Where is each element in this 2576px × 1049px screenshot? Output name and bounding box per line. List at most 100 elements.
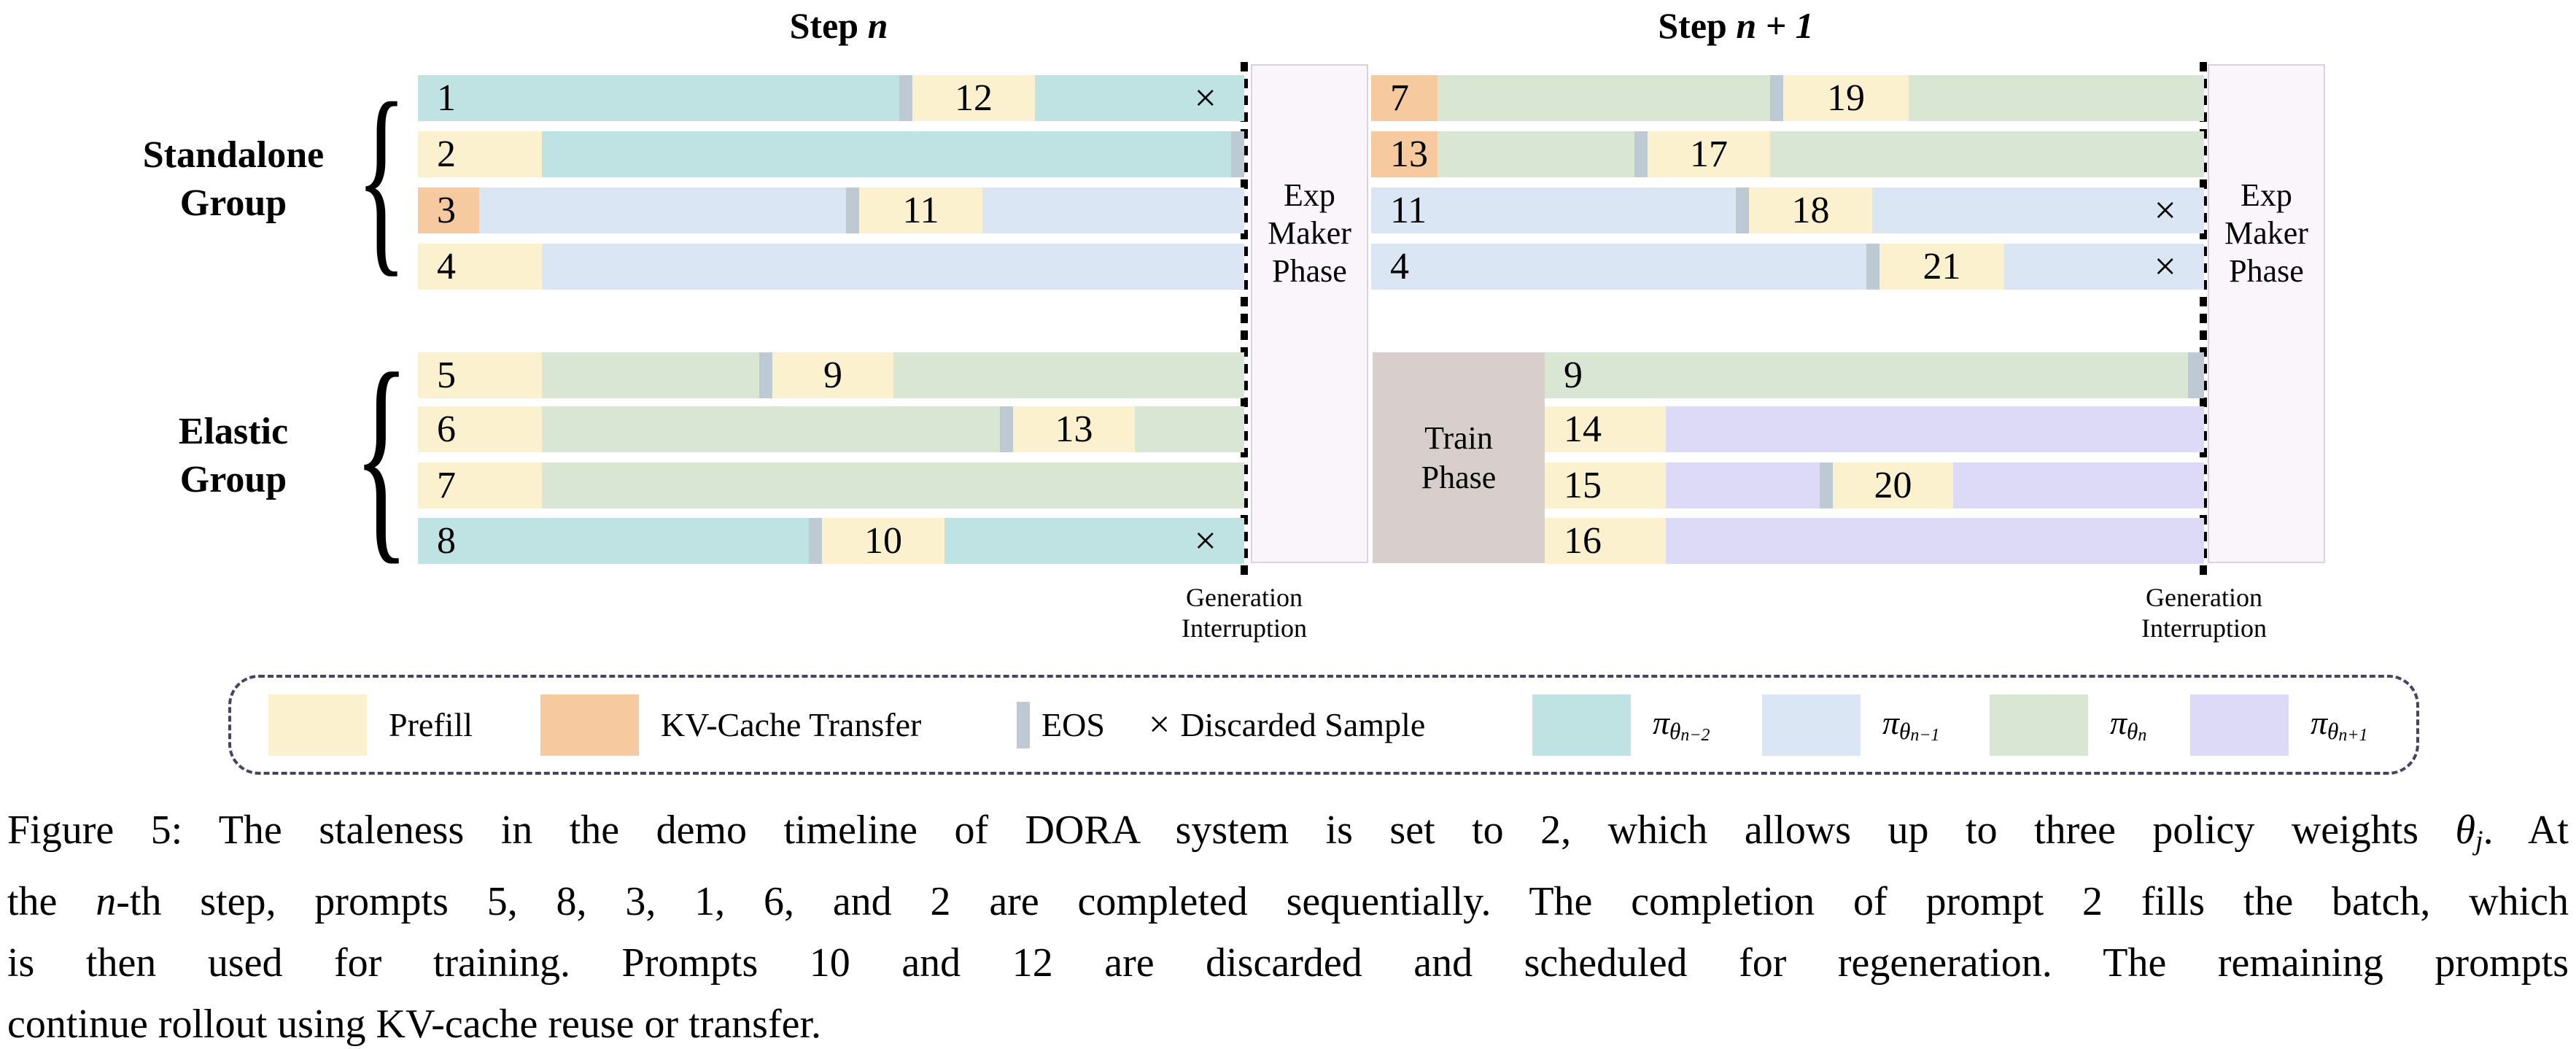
generation-interruption-label-2: Generation Interruption — [2065, 582, 2343, 643]
header-step-n-plus-1: Step n + 1 — [1553, 4, 1918, 47]
legend-discard-cross-icon: × — [1149, 704, 1171, 746]
segment-eos — [1736, 187, 1749, 233]
prompt-label-11: 11 — [902, 190, 939, 231]
header-step-n-math: n — [867, 5, 888, 46]
segment-policy-theta-n-1 — [479, 187, 846, 233]
segment-policy-theta-n — [542, 462, 1244, 508]
group-label-standalone-line1: Standalone — [142, 134, 325, 176]
figure-caption: Figure 5: The staleness in the demo time… — [7, 800, 2569, 1049]
caption-line-1-part-2: j — [2475, 825, 2483, 856]
exp-maker-phase-line1: Exp — [1284, 177, 1335, 213]
generation-interruption-label-line2: Interruption — [2141, 613, 2267, 643]
timeline-row-6-step-n1: 14 — [1545, 406, 2204, 452]
segment-prefill: 16 — [1545, 518, 1666, 564]
legend-label-policy-theta-n-1: πθn−1 — [1882, 703, 1939, 746]
legend-label-policy-theta-n-plus-1: πθn+1 — [2311, 703, 2367, 746]
exp-maker-phase-box-2: Exp Maker Phase — [2208, 64, 2325, 563]
segment-eos — [1231, 131, 1244, 177]
legend-label-policy-theta-n-plus-1-part-2: n+1 — [2338, 726, 2368, 746]
segment-policy-theta-n — [893, 352, 1244, 398]
train-phase-box: Train Phase — [1373, 352, 1545, 563]
generation-interruption-label-1: Generation Interruption — [1106, 582, 1383, 643]
segment-policy-theta-n-plus-1 — [1666, 462, 1820, 508]
prompt-label-19: 19 — [1827, 77, 1865, 119]
segment-policy-theta-n — [1909, 75, 2204, 121]
header-step-n1-math: n + 1 — [1736, 5, 1814, 46]
legend-label-policy-theta-n-2: πθn−2 — [1653, 703, 1710, 746]
prompt-label-8: 8 — [437, 520, 456, 562]
segment-prefill: 17 — [1648, 131, 1770, 177]
legend-label-policy-theta-n-part-2: n — [2138, 726, 2147, 746]
legend-swatch-policy-theta-n-2 — [1532, 694, 1631, 756]
group-label-standalone: Standalone Group — [102, 131, 365, 228]
segment-eos — [759, 352, 772, 398]
segment-prefill: 20 — [1833, 462, 1953, 508]
timeline-row-3-step-n: 3 11 — [418, 187, 1244, 233]
caption-line-3-part-0: is then used for training. Prompts 10 an… — [7, 940, 2569, 986]
prompt-label-16: 16 — [1564, 520, 1602, 562]
segment-policy-theta-n-plus-1 — [1953, 462, 2204, 508]
segment-eos — [2188, 352, 2204, 398]
legend-label-policy-theta-n-2-part-1: θ — [1669, 719, 1681, 745]
segment-policy-theta-n-2 — [1035, 75, 1244, 121]
segment-eos — [1770, 75, 1783, 121]
prompt-label-7: 7 — [437, 465, 456, 506]
generation-interruption-line-step-n — [1241, 62, 1248, 582]
prompt-label-4: 4 — [1390, 246, 1409, 287]
segment-eos — [846, 187, 859, 233]
exp-maker-phase-box-1: Exp Maker Phase — [1251, 64, 1368, 563]
caption-line-1-part-0: Figure 5: The staleness in the demo time… — [7, 808, 2456, 853]
legend-label-policy-theta-n: πθn — [2110, 703, 2146, 746]
exp-maker-phase-line1: Exp — [2241, 177, 2292, 213]
legend-label-kv-cache-transfer: KV-Cache Transfer — [661, 705, 921, 744]
timeline-row-2-step-n: 2 — [418, 131, 1244, 177]
caption-line-1-part-1: θ — [2455, 808, 2476, 853]
legend-item-policy-theta-n-2: πθn−2 — [1532, 675, 1710, 775]
prompt-label-12: 12 — [955, 77, 993, 119]
prompt-label-1: 1 — [437, 77, 456, 119]
segment-policy-theta-n-2 — [944, 518, 1244, 564]
segment-eos — [1820, 462, 1833, 508]
legend-label-kv-cache-transfer-part-0: KV-Cache Transfer — [661, 706, 922, 743]
legend-label-policy-theta-n-plus-1-part-0: π — [2311, 704, 2328, 742]
generation-interruption-line-step-n1 — [2200, 62, 2207, 582]
legend-swatch-kv-cache-transfer — [540, 694, 639, 756]
legend-label-discarded-sample-part-0: Discarded Sample — [1180, 706, 1426, 743]
segment-kv-cache-transfer: 13 — [1371, 131, 1438, 177]
segment-prefill: 4 — [418, 244, 542, 290]
prompt-label-21: 21 — [1923, 246, 1961, 287]
segment-policy-theta-n — [1438, 75, 1770, 121]
caption-line-4: continue rollout using KV-cache reuse or… — [7, 994, 2569, 1049]
segment-prefill: 9 — [772, 352, 893, 398]
legend-eos-tick-icon — [1017, 701, 1030, 748]
prompt-label-7: 7 — [1390, 77, 1409, 119]
caption-line-2-part-1: n — [96, 879, 117, 925]
group-label-elastic-line2: Group — [179, 459, 287, 500]
group-label-standalone-line2: Group — [179, 182, 287, 224]
train-phase-line1: Train — [1424, 419, 1493, 456]
segment-prefill: 12 — [912, 75, 1035, 121]
segment-policy-theta-n-2: 8 — [418, 518, 809, 564]
train-phase-line2: Phase — [1421, 459, 1497, 495]
legend-item-kv-cache-transfer: KV-Cache Transfer — [540, 675, 921, 775]
legend-item-policy-theta-n-1: πθn−1 — [1762, 675, 1939, 775]
prompt-label-11: 11 — [1390, 190, 1427, 231]
segment-prefill: 15 — [1545, 462, 1666, 508]
group-label-elastic-line1: Elastic — [178, 411, 289, 452]
segment-prefill: 18 — [1749, 187, 1872, 233]
segment-kv-cache-transfer: 3 — [418, 187, 479, 233]
segment-eos — [1866, 244, 1879, 290]
prompt-label-2: 2 — [437, 133, 456, 175]
caption-line-1: Figure 5: The staleness in the demo time… — [7, 800, 2569, 871]
generation-interruption-label-line1: Generation — [1186, 583, 1303, 612]
discarded-sample-mark: × — [2154, 244, 2176, 288]
legend-label-eos-part-0: EOS — [1041, 706, 1105, 743]
prompt-label-20: 20 — [1874, 465, 1912, 506]
segment-policy-theta-n-plus-1 — [1666, 406, 2204, 452]
segment-prefill: 5 — [418, 352, 542, 398]
group-label-elastic: Elastic Group — [102, 408, 365, 504]
